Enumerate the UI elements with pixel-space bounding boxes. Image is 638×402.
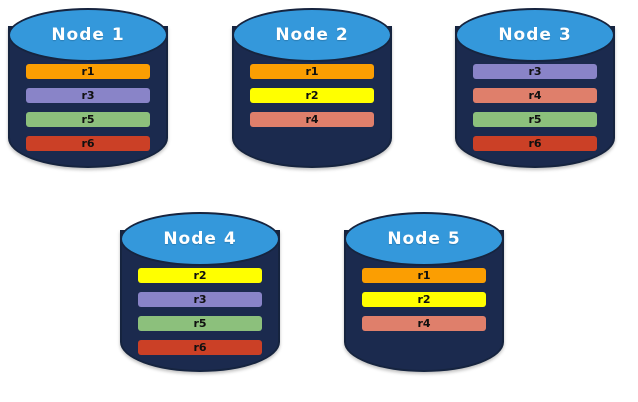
node-cylinder-5[interactable]: Node 5 r1 r2 r4 [344,212,504,390]
replica-bar[interactable]: r2 [250,88,374,103]
replica-bar[interactable]: r6 [138,340,262,355]
node-cylinder-3[interactable]: Node 3 r3 r4 r5 r6 [455,8,615,186]
replica-bar[interactable]: r3 [473,64,597,79]
cylinder-top-ellipse [344,212,504,266]
cylinder-top-ellipse [120,212,280,266]
replica-bar[interactable]: r1 [362,268,486,283]
replica-list: r2 r3 r5 r6 [120,268,280,355]
replica-bar[interactable]: r6 [473,136,597,151]
replica-list: r1 r2 r4 [344,268,504,331]
cylinder-top-ellipse [8,8,168,62]
cylinder-top-ellipse [232,8,392,62]
replica-list: r3 r4 r5 r6 [455,64,615,151]
replica-bar[interactable]: r1 [250,64,374,79]
replica-bar[interactable]: r2 [138,268,262,283]
replica-bar[interactable]: r4 [250,112,374,127]
replica-list: r1 r3 r5 r6 [8,64,168,151]
node-cylinder-4[interactable]: Node 4 r2 r3 r5 r6 [120,212,280,390]
replica-bar[interactable]: r5 [473,112,597,127]
replica-bar[interactable]: r4 [362,316,486,331]
cylinder-top-ellipse [455,8,615,62]
node-cylinder-2[interactable]: Node 2 r1 r2 r4 [232,8,392,186]
replica-bar[interactable]: r3 [138,292,262,307]
replica-list: r1 r2 r4 [232,64,392,127]
node-cylinder-1[interactable]: Node 1 r1 r3 r5 r6 [8,8,168,186]
replica-bar[interactable]: r2 [362,292,486,307]
replica-bar[interactable]: r3 [26,88,150,103]
replica-bar[interactable]: r5 [26,112,150,127]
replica-bar[interactable]: r5 [138,316,262,331]
replica-bar[interactable]: r1 [26,64,150,79]
replica-bar[interactable]: r6 [26,136,150,151]
replica-bar[interactable]: r4 [473,88,597,103]
